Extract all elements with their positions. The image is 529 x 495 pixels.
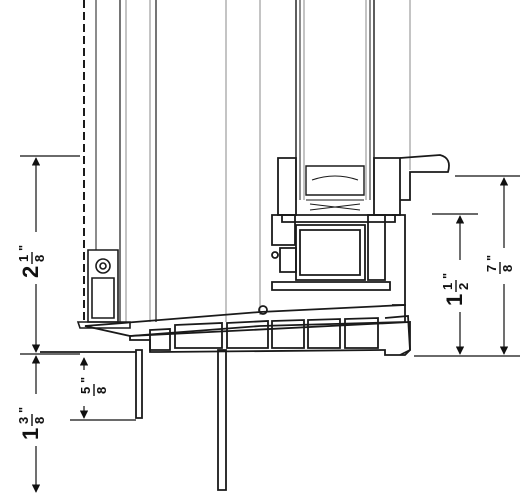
frame-box <box>258 214 406 315</box>
dim-numerator: 5 <box>78 387 93 394</box>
dim-whole: 2 <box>18 266 43 278</box>
dim-denominator: 8 <box>500 265 515 272</box>
glass-panel <box>295 0 411 211</box>
dim-numerator: 1 <box>16 255 31 262</box>
door-bottom <box>76 249 131 329</box>
dimension-label-right-outer: 7 8 " <box>484 248 515 284</box>
dimension-label-left-upper: 2 1 8 " <box>16 232 47 284</box>
dim-numerator: 7 <box>484 265 499 272</box>
dim-inch-mark: " <box>16 245 31 251</box>
dim-whole: 1 <box>442 294 467 306</box>
dim-denominator: 8 <box>32 417 47 424</box>
dimension-label-left-lower: 1 3 8 " <box>16 394 47 446</box>
dimension-label-left-small: 5 8 " <box>78 370 109 406</box>
dim-denominator: 8 <box>94 387 109 394</box>
threshold-sill <box>84 304 411 356</box>
dim-inch-mark: " <box>440 273 455 279</box>
dim-numerator: 3 <box>16 417 31 424</box>
door-panel <box>83 0 261 322</box>
dimension-lines <box>20 155 520 493</box>
dim-whole: 1 <box>18 428 43 440</box>
dimension-label-right-middle: 1 1 2 " <box>440 260 471 312</box>
dim-inch-mark: " <box>78 377 93 383</box>
dim-numerator: 1 <box>440 283 455 290</box>
sill-supports <box>40 349 227 491</box>
dim-inch-mark: " <box>16 407 31 413</box>
dim-denominator: 8 <box>32 255 47 262</box>
dim-inch-mark: " <box>484 255 499 261</box>
dim-denominator: 2 <box>456 283 471 290</box>
